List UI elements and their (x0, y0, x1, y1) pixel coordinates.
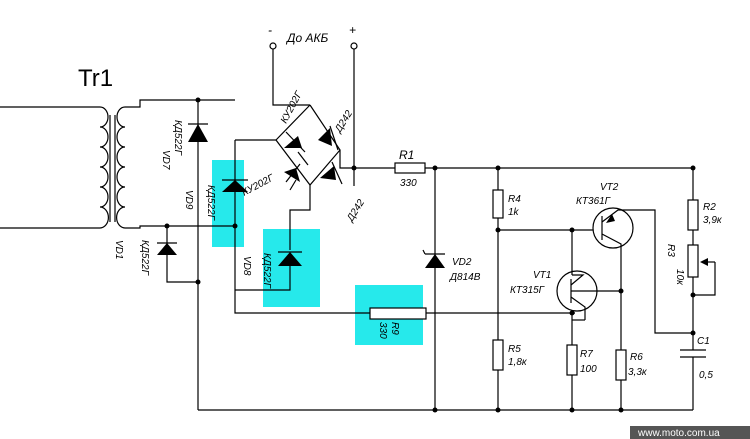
site-footer-text: www.moto.com.ua (637, 428, 720, 439)
r1-value: 330 (400, 178, 417, 189)
c1-ref: C1 (697, 336, 710, 347)
zener-vd2: VD2 Д814В (422, 168, 481, 410)
ground-rail (198, 407, 693, 413)
r9-ref: R9 (389, 322, 400, 335)
thyristor-1-symbol (284, 136, 302, 148)
vd8-type: КД522Г (261, 253, 272, 290)
vd9-type: КД522Г (205, 185, 216, 222)
site-footer-bg (630, 426, 750, 439)
left-rails (164, 97, 370, 410)
highlight-vd9 (212, 160, 244, 247)
resistor-r9: R9 330 (369, 307, 575, 339)
r3-value: 10к (674, 269, 685, 286)
diode-d242-1-label: Д242 (333, 108, 356, 135)
power-bridge: КУ202Г КУ202Г Д242 Д242 (235, 88, 395, 250)
diode-vd8: VD8 КД522Г (235, 251, 302, 291)
r7-ref: R7 (580, 349, 593, 360)
vd2-type: Д814В (449, 272, 481, 283)
transformer-tr1 (0, 99, 235, 229)
battery-minus-label: - (268, 23, 272, 37)
vd1-ref: VD1 (113, 240, 124, 259)
battery-plus-label: + (349, 23, 356, 37)
vt2-ref: VT2 (600, 182, 619, 193)
resistor-r6: R6 3,3к (615, 349, 648, 410)
r4-value: 1k (508, 207, 520, 218)
c1-value: 0,5 (699, 370, 713, 381)
diode-vd1: VD1 КД522Г (113, 240, 177, 277)
diode-d242-2-symbol (320, 166, 336, 180)
highlight-vd8 (263, 229, 320, 307)
r5-ref: R5 (508, 344, 521, 355)
resistor-r7: R7 100 (566, 310, 597, 410)
diode-vd9: VD9 КД522Г (183, 179, 248, 222)
resistor-r5: R5 1,8к (492, 339, 528, 410)
resistor-r1: R1 330 (351, 148, 693, 189)
transistor-vt2: VT2 КТ361Г (576, 182, 693, 350)
r7-value: 100 (580, 364, 597, 375)
vd1-type: КД522Г (139, 240, 150, 277)
battery-terminals: До АКБ - + (268, 23, 358, 186)
vt1-ref: VT1 (533, 270, 551, 281)
vd8-ref: VD8 (241, 256, 252, 276)
r6-value: 3,3к (628, 367, 648, 378)
vd7-ref: VD7 (160, 150, 171, 170)
r9-value: 330 (377, 322, 388, 339)
r1-ref: R1 (399, 148, 414, 162)
vd7-type: КД522Г (172, 120, 183, 157)
r2-ref: R2 (703, 202, 716, 213)
transformer-title: Tr1 (78, 65, 113, 92)
diode-vd7: VD7 КД522Г (160, 120, 208, 170)
resistor-r2: R2 3,9к (687, 165, 723, 245)
r5-value: 1,8к (508, 357, 528, 368)
battery-label: До АКБ (285, 31, 329, 45)
vt1-type: КТ315Г (510, 285, 546, 296)
capacitor-c1: C1 0,5 (680, 330, 713, 410)
vt2-type: КТ361Г (576, 196, 612, 207)
thyristor-1-label: КУ202Г (279, 88, 306, 125)
potentiometer-r3: R3 10к (665, 244, 716, 333)
r6-ref: R6 (630, 352, 643, 363)
r3-ref: R3 (665, 244, 676, 257)
diode-d242-1-symbol (318, 128, 332, 146)
r4-ref: R4 (508, 194, 521, 205)
vd9-ref: VD9 (183, 190, 194, 210)
diode-d242-2-label: Д242 (345, 197, 368, 224)
vd2-ref: VD2 (452, 257, 472, 268)
thyristor-2-label: КУ202Г (240, 172, 277, 199)
resistor-r4: R4 1k (492, 168, 521, 340)
r2-value: 3,9к (703, 215, 723, 226)
transistor-vt1: VT1 КТ315Г (510, 230, 624, 321)
